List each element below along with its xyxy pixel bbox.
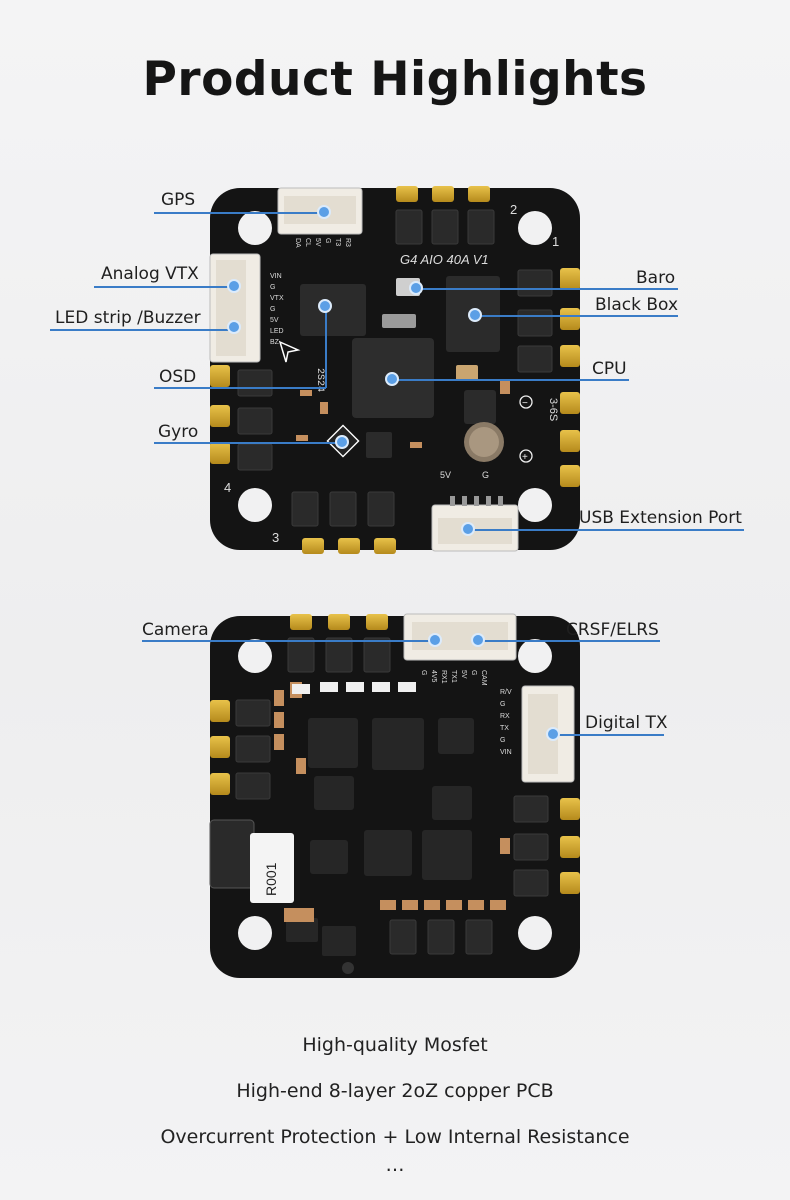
svg-text:VIN: VIN [270,273,282,280]
callout-osd-vline [325,306,327,388]
feature-pcb: High-end 8-layer 2oZ copper PCB [236,1080,554,1102]
callout-analog-vtx: Analog VTX [101,264,199,284]
svg-text:CAM: CAM [480,670,487,686]
motor-1-label: 1 [552,234,559,249]
svg-text:TX: TX [500,725,509,732]
callout-baro: Baro [636,268,676,288]
svg-text:LED: LED [270,328,284,335]
svg-text:R/V: R/V [500,689,512,696]
bottom-board-image: R001 G 4V5 RX1 TX1 5V G CAM R/V G RX [209,613,580,978]
callout-crsf-elrs-dot [471,633,485,647]
voltage-text: 3-6S [547,398,559,421]
svg-text:5V: 5V [270,317,279,324]
svg-text:G: G [500,701,505,708]
callout-gps: GPS [161,190,196,210]
svg-text:VTX: VTX [270,295,284,302]
polarity-minus: − [522,398,528,409]
callout-cpu-dot [385,372,399,386]
board-model-text: G4 AIO 40A V1 [400,252,489,267]
callout-analog-vtx-line [94,286,234,288]
page-title: Product Highlights [142,52,648,107]
callout-cpu-line [392,379,629,381]
callout-led-buzzer: LED strip /Buzzer [55,308,201,328]
svg-text:G: G [482,470,489,480]
callout-gyro-dot [335,435,349,449]
svg-text:4V5: 4V5 [430,670,437,683]
callout-gps-line [154,212,324,214]
motor-4-label: 4 [224,480,231,495]
callout-gyro-line [154,442,342,444]
polarity-plus: + [522,452,528,463]
callout-baro-line [416,288,678,290]
callout-usb-dot [461,522,475,536]
svg-text:G: G [270,284,275,291]
svg-text:5V: 5V [314,238,321,247]
callout-usb: USB Extension Port [579,508,742,528]
motor-3-label: 3 [272,530,279,545]
callout-gyro: Gyro [158,422,199,442]
callout-osd-dot [318,299,332,313]
callout-digital-tx: Digital TX [585,713,668,733]
callout-analog-vtx-dot [227,279,241,293]
svg-text:RX: RX [500,713,510,720]
callout-baro-dot [409,281,423,295]
callout-crsf-elrs: CRSF/ELRS [566,620,659,640]
feature-protection: Overcurrent Protection + Low Internal Re… [160,1126,630,1148]
resistor-mark: R001 [263,862,279,896]
callout-camera-line [142,640,435,642]
svg-text:G: G [324,238,331,243]
svg-text:TX1: TX1 [450,670,457,683]
callout-crsf-elrs-line [478,640,660,642]
callout-digital-tx-line [555,734,664,736]
callout-black-box: Black Box [595,295,678,315]
callout-led-buzzer-line [50,329,234,331]
svg-text:5V: 5V [460,670,467,679]
svg-text:DA: DA [294,238,301,248]
callout-camera-dot [428,633,442,647]
feature-ellipsis: … [385,1154,405,1176]
svg-text:G: G [420,670,427,675]
feature-mosfet: High-quality Mosfet [302,1034,488,1056]
svg-text:VIN: VIN [500,749,512,756]
callout-led-buzzer-dot [227,320,241,334]
svg-text:5V: 5V [440,470,451,480]
callout-black-box-line [475,315,678,317]
callout-black-box-dot [468,308,482,322]
motor-2-label: 2 [510,202,517,217]
top-board-image: G4 AIO 40A V1 3-6S − + 2S24 2 1 4 3 VIN … [209,186,580,554]
svg-text:T3: T3 [334,238,341,246]
callout-digital-tx-dot [546,727,560,741]
callout-osd-line [154,387,326,389]
callout-usb-line [468,529,744,531]
svg-text:R3: R3 [344,238,351,247]
svg-text:G: G [270,306,275,313]
callout-camera: Camera [142,620,209,640]
callout-cpu: CPU [592,359,627,379]
svg-text:G: G [470,670,477,675]
callout-osd: OSD [159,367,197,387]
svg-text:BZ-: BZ- [270,339,282,346]
svg-text:CL: CL [304,238,311,247]
svg-text:RX1: RX1 [440,670,447,684]
chip-mark: 2S24 [314,368,325,392]
callout-gps-dot [317,205,331,219]
svg-text:G: G [500,737,505,744]
